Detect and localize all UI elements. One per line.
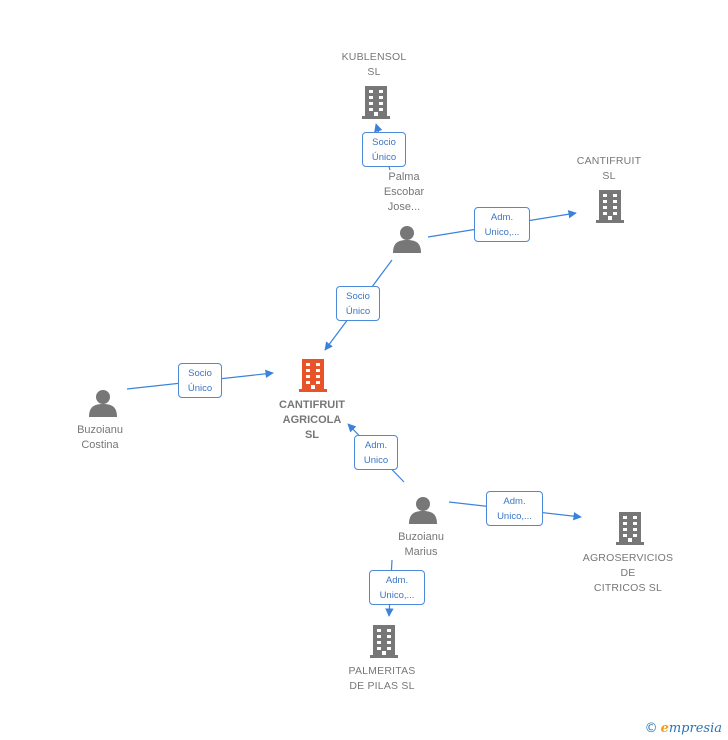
node-label-palmeritas[interactable]: PALMERITAS DE PILAS SL	[348, 665, 416, 692]
brand-name: mpresia	[668, 721, 722, 736]
node-label-main[interactable]: CANTIFRUIT AGRICOLA SL	[279, 399, 345, 441]
building-icon[interactable]	[596, 190, 624, 223]
edge-label-adm-unico[interactable]: Adm. Unico,...	[369, 570, 425, 605]
building-icon[interactable]	[362, 86, 390, 119]
node-label-buzoianu-marius[interactable]: Buzoianu Marius	[398, 531, 444, 558]
person-icon[interactable]	[89, 390, 117, 417]
person-icon[interactable]	[409, 497, 437, 524]
edge-label-socio-unico[interactable]: Socio Único	[178, 363, 222, 398]
building-icon[interactable]	[370, 625, 398, 658]
edge-label-adm-unico[interactable]: Adm. Unico	[354, 435, 398, 470]
edge-label-adm-unico[interactable]: Adm. Unico,...	[486, 491, 543, 526]
building-icon[interactable]	[299, 359, 327, 392]
node-label-kublensol[interactable]: KUBLENSOL SL	[341, 51, 407, 78]
edge-label-socio-unico[interactable]: Socio Único	[336, 286, 380, 321]
node-label-palma[interactable]: Palma Escobar Jose...	[383, 171, 425, 213]
copyright-symbol: ©	[644, 721, 658, 736]
edge-label-socio-unico[interactable]: Socio Único	[362, 132, 406, 167]
node-label-agroservicios[interactable]: AGROSERVICIOS DE CITRICOS SL	[582, 552, 674, 594]
brand-initial: e	[660, 721, 669, 736]
node-label-cantifruit-sl[interactable]: CANTIFRUIT SL	[576, 155, 642, 182]
person-icon[interactable]	[393, 226, 421, 253]
empresia-watermark: ©empresia	[645, 721, 722, 736]
building-icon[interactable]	[616, 512, 644, 545]
node-label-buzoianu-costina[interactable]: Buzoianu Costina	[77, 424, 123, 451]
edge-label-adm-unico[interactable]: Adm. Unico,...	[474, 207, 530, 242]
